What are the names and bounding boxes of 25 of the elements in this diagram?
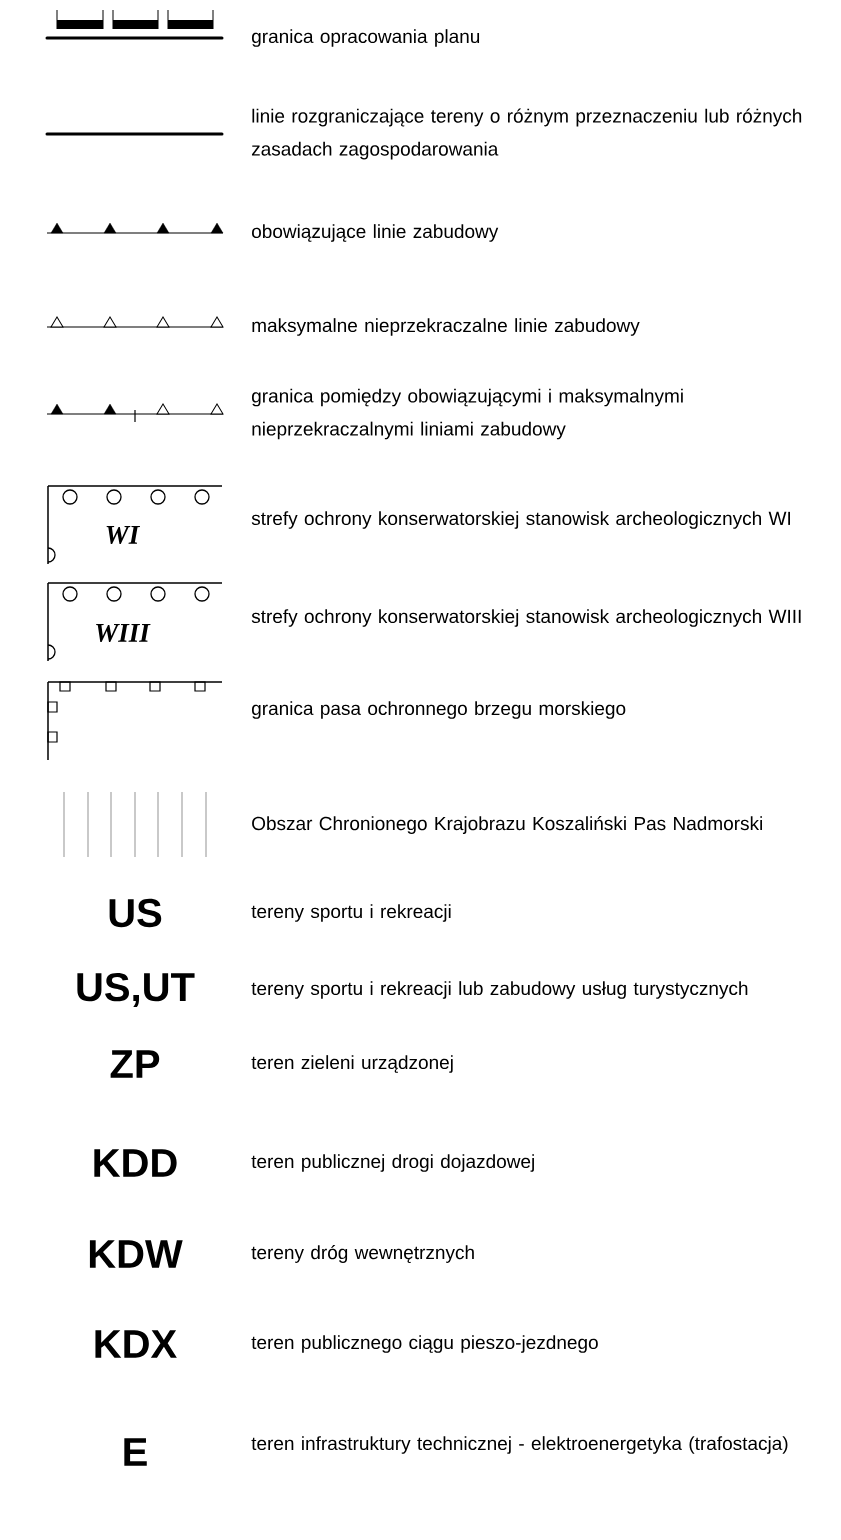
legend-text: strefy ochrony konserwatorskiej stanowisk archeologicznych WI bbox=[251, 511, 790, 529]
legend-text: tereny sportu i rekreacji bbox=[251, 904, 451, 922]
legend-text: maksymalne nieprzekraczalne linie zabudowy bbox=[252, 318, 640, 336]
zone-code: US bbox=[109, 898, 162, 928]
legend-text: granica opracowania planu bbox=[252, 29, 480, 47]
zone-code: WI bbox=[106, 525, 140, 545]
legend-text: teren infrastruktury technicznej - elektroenergetyka (trafostacja) bbox=[251, 1436, 788, 1454]
legend-text: tereny dróg wewnętrznych bbox=[251, 1245, 474, 1263]
zone-code: WIII bbox=[96, 623, 151, 643]
legend-text: teren zieleni urządzonej bbox=[251, 1055, 453, 1073]
zone-code: ZP bbox=[110, 1050, 160, 1078]
zone-code: E bbox=[124, 1438, 147, 1466]
zone-code: KDX bbox=[95, 1330, 177, 1358]
legend-text: linie rozgraniczające tereny o różnym przeznaczeniu lub różnych zasadach zagospodarowania bbox=[251, 108, 802, 160]
zone-code: US,UT bbox=[77, 972, 195, 1008]
legend-text: strefy ochrony konserwatorskiej stanowisk archeologicznych WIII bbox=[251, 609, 801, 627]
legend-text: Obszar Chronionego Krajobrazu Koszaliński Pas Nadmorski bbox=[252, 816, 762, 834]
zone-code: KDW bbox=[89, 1240, 183, 1268]
legend-text: granica pasa ochronnego brzegu morskiego bbox=[252, 701, 626, 719]
legend-text: obowiązujące linie zabudowy bbox=[252, 224, 499, 242]
legend-text: tereny sportu i rekreacji lub zabudowy usług turystycznych bbox=[251, 981, 748, 999]
legend-text: teren publicznej drogi dojazdowej bbox=[251, 1154, 534, 1172]
legend-text: granica pomiędzy obowiązującymi i maksymalnymi nieprzekraczalnymi liniami zabudowy bbox=[252, 388, 683, 440]
legend-text: teren publicznego ciągu pieszo-jezdnego bbox=[251, 1335, 598, 1353]
zone-code: KDD bbox=[94, 1149, 177, 1177]
